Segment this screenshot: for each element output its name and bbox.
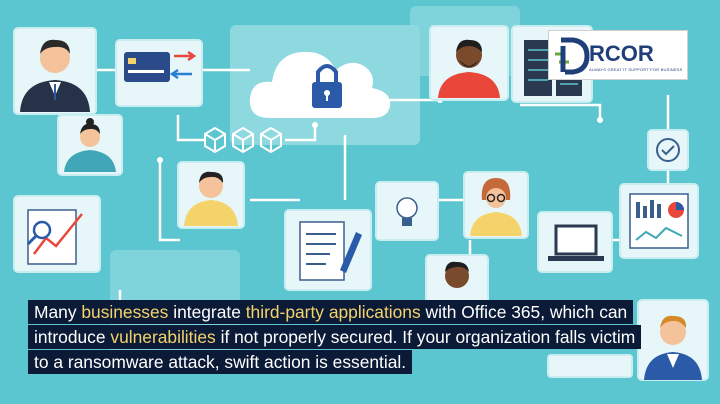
lightbulb-icon (375, 181, 439, 241)
cube-icon (204, 126, 282, 154)
document-pen-icon (284, 209, 372, 291)
person-icon (425, 254, 489, 306)
caption-line-2: introduce vulnerabilities if not properl… (28, 325, 642, 349)
chart-icon (13, 195, 101, 273)
laptop-icon (537, 211, 613, 273)
background-card (547, 354, 633, 378)
cloud-lock-icon (249, 51, 391, 119)
caption-line-1: Many businesses integrate third-party ap… (28, 300, 634, 324)
person-icon (177, 161, 245, 229)
caption-line-3: to a ransomware attack, swift action is … (28, 350, 413, 374)
logo-wordmark: RCOR (589, 41, 654, 66)
highlight-vulnerabilities: vulnerabilities (110, 327, 216, 347)
highlight-businesses: businesses (81, 302, 169, 322)
person-icon (57, 114, 123, 176)
credit-card-icon (115, 39, 203, 107)
logo-tagline: ALWAYS GREAT IT SUPPORT FOR BUSINESS (589, 67, 683, 72)
company-logo: RCOR ALWAYS GREAT IT SUPPORT FOR BUSINES… (548, 30, 688, 80)
subtitle-caption: Many businesses integrate third-party ap… (28, 300, 654, 375)
highlight-third-party-applications: third-party applications (245, 302, 421, 322)
checkmark-icon (647, 129, 689, 171)
dashboard-icon (619, 183, 699, 259)
logo-mark-icon (555, 37, 590, 75)
person-icon (463, 171, 529, 239)
person-icon (13, 27, 97, 115)
person-icon (429, 25, 509, 101)
